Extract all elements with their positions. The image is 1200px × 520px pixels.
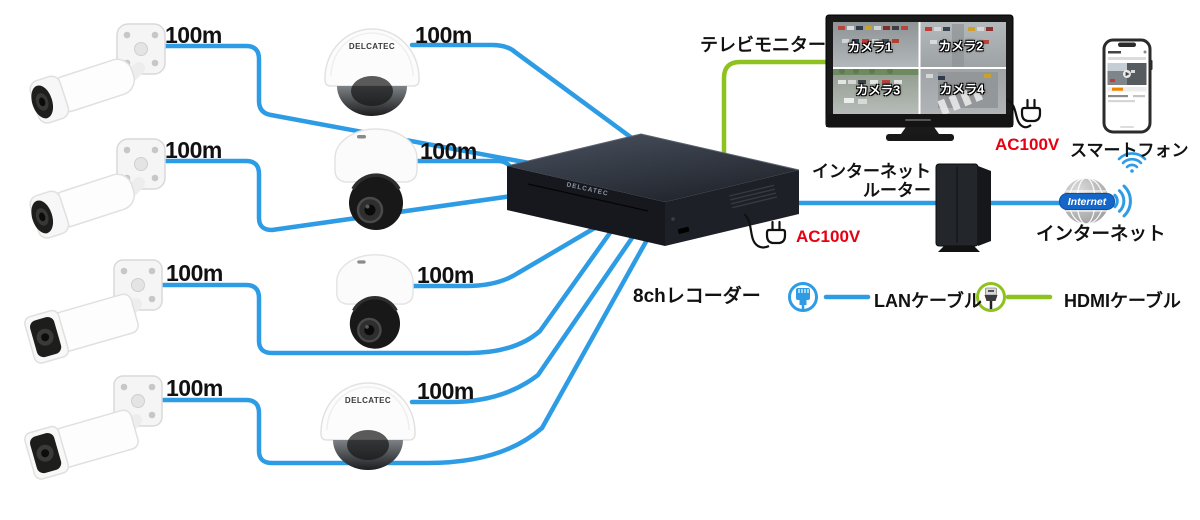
tv-channel-label-3: カメラ3 (855, 83, 901, 98)
distance-label-dome2: 100m (420, 138, 477, 164)
bullet-camera-2 (26, 139, 165, 241)
router-label-line1: インターネット (812, 162, 931, 181)
dome4-brand: DELCATEC (344, 396, 392, 405)
hdmi-cable-tv (721, 59, 830, 159)
tv-channel-label-2: カメラ2 (938, 39, 984, 54)
lan-cable-dome1 (409, 42, 639, 144)
lan-cable-bullet4 (157, 235, 651, 466)
distance-label-bullet1: 100m (165, 22, 222, 48)
smartphone (1102, 38, 1153, 134)
router-label-line2: ルーター (863, 181, 931, 201)
distance-label-dome1: 100m (415, 22, 472, 48)
tv-screen (833, 22, 1006, 116)
legend-hdmi-label: HDMIケーブル (1064, 291, 1181, 311)
router-label: インターネット ルーター (805, 162, 931, 200)
legend-hdmi-icon (976, 282, 1006, 312)
tv-channel-label-4: カメラ4 (939, 82, 985, 97)
lan-cable-dome4 (409, 235, 635, 405)
tv-monitor (825, 14, 1014, 141)
dome-camera-3 (335, 253, 415, 351)
internet-globe-text: Internet (1067, 195, 1107, 208)
smartphone-label: スマートフォン (1070, 141, 1189, 160)
tv-power-cord (1006, 98, 1042, 129)
lan-cable-bullet3 (157, 227, 615, 356)
recorder-label: 8chレコーダー (633, 286, 761, 307)
distance-label-dome3: 100m (417, 262, 474, 288)
distance-label-bullet4: 100m (166, 375, 223, 401)
lan-cable-dome3 (409, 223, 601, 289)
internet-label: インターネット (1036, 223, 1166, 244)
tv-power-label: AC100V (995, 135, 1060, 154)
tv-monitor-label: テレビモニター (700, 35, 826, 55)
distance-label-bullet2: 100m (165, 137, 222, 163)
dome-camera-2 (333, 127, 419, 232)
bullet-camera-1 (26, 24, 165, 126)
dome1-brand: DELCATEC (348, 42, 396, 51)
legend-lan-icon (788, 282, 818, 312)
legend-lan-label: LANケーブル (874, 291, 982, 311)
lan-cable-bullet2 (157, 158, 515, 233)
tv-feed-cars (833, 24, 998, 116)
internet-router (935, 163, 991, 252)
recorder-power-cord (743, 213, 787, 249)
tv-channel-label-1: カメラ1 (847, 40, 893, 55)
bullet-camera-3 (23, 260, 162, 365)
recorder-8ch (506, 133, 800, 246)
recorder-power-label: AC100V (796, 227, 861, 246)
distance-label-dome4: 100m (417, 378, 474, 404)
lan-cable-bullet1 (157, 43, 543, 168)
internet-globe-banner: Internet (1059, 193, 1115, 210)
distance-label-bullet3: 100m (166, 260, 223, 286)
bullet-camera-4 (23, 376, 162, 481)
